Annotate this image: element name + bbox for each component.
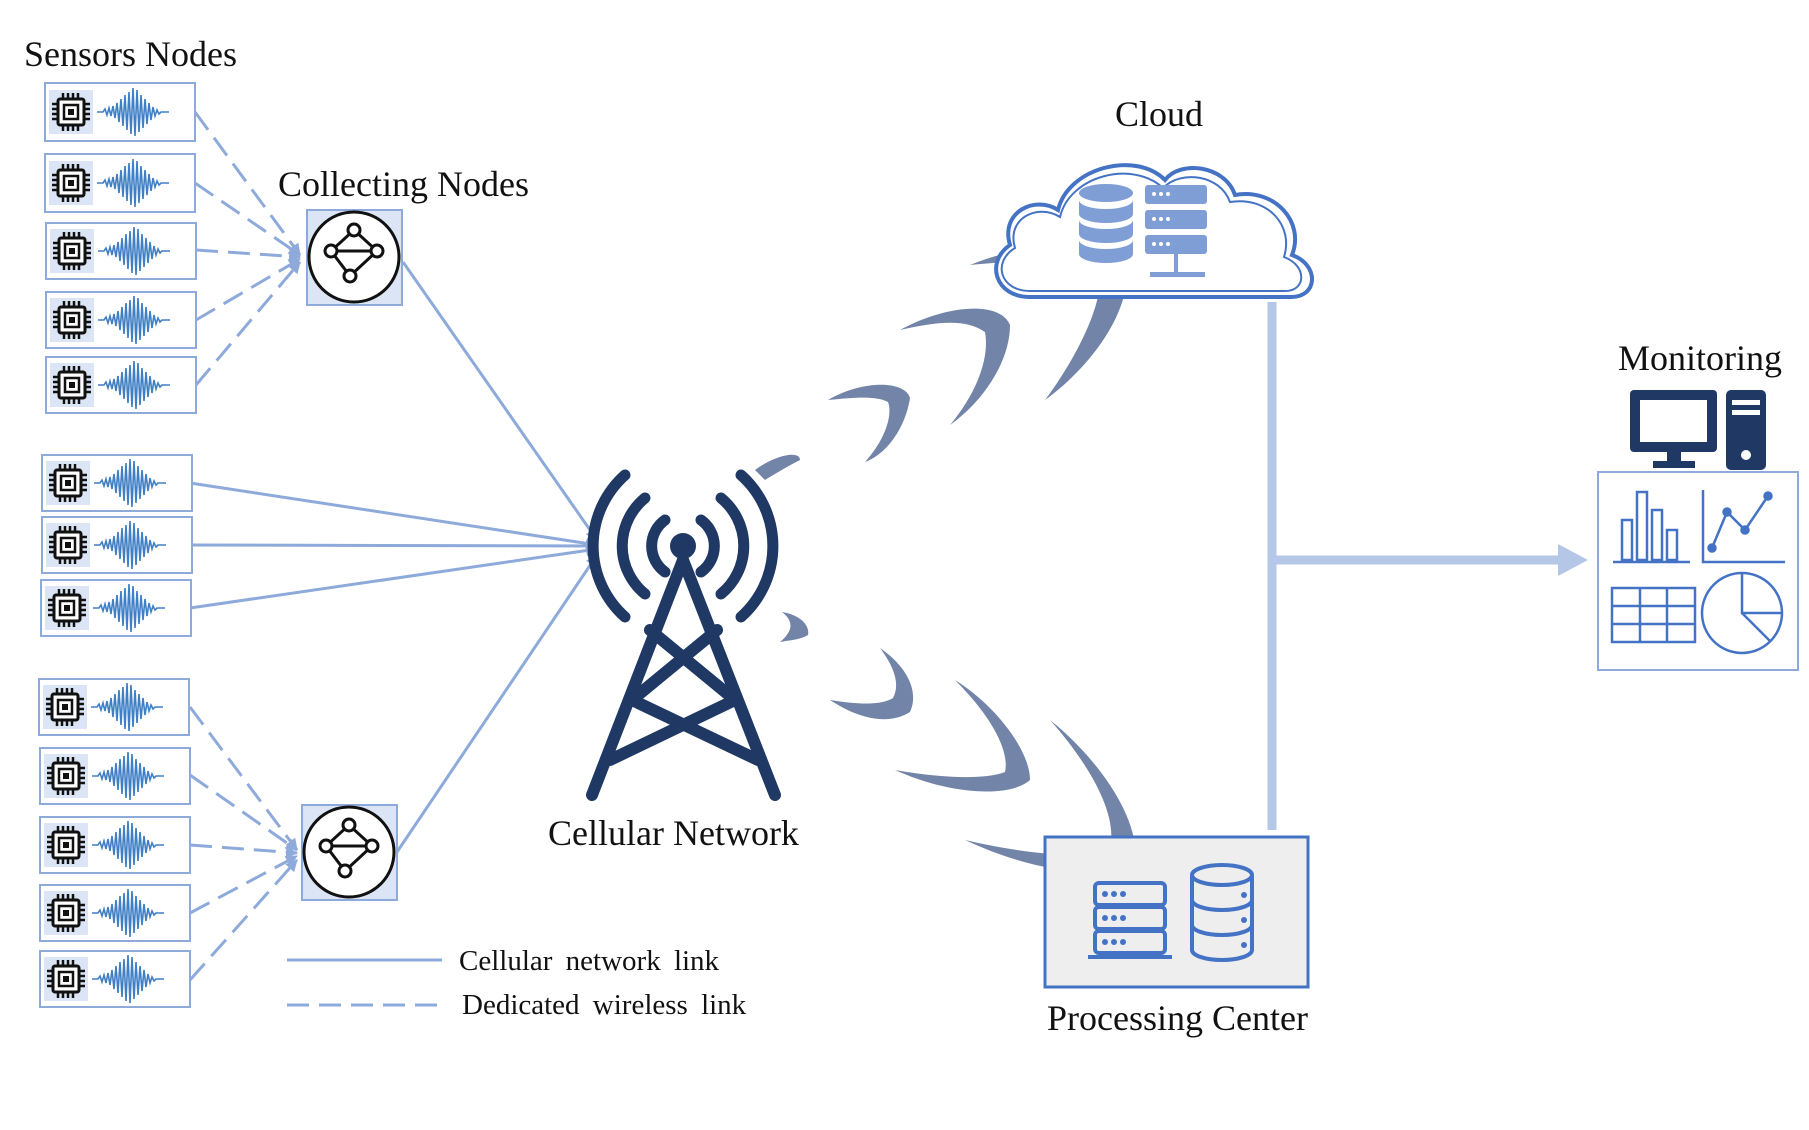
- dashboard-panel: [1597, 471, 1799, 671]
- sensor-node: [39, 747, 191, 805]
- sensor-node: [41, 516, 193, 574]
- sensor-node: [40, 579, 192, 637]
- chip-icon: [51, 299, 93, 341]
- network-graph-icon: [323, 222, 385, 284]
- sensor-group-top: [44, 82, 197, 414]
- backbone-arrowhead: [1558, 544, 1588, 576]
- legend-cellular-link-label: Cellular network link: [459, 945, 720, 977]
- cell-tower-icon: [586, 469, 781, 801]
- sensor-node: [39, 884, 191, 942]
- collecting-node-top: [306, 209, 403, 306]
- chip-icon: [45, 892, 87, 934]
- sensor-node: [44, 82, 196, 142]
- chip-icon: [51, 230, 93, 272]
- cloud-icon: [994, 163, 1314, 300]
- database-icon: [1079, 184, 1133, 263]
- chip-icon: [47, 524, 89, 566]
- computer-icon: [1630, 390, 1766, 470]
- cellular-links: [189, 261, 599, 853]
- dedicated-links-bottom: [188, 706, 299, 981]
- sensor-node: [38, 678, 190, 736]
- collecting-node-bottom: [301, 804, 398, 901]
- network-graph-icon: [318, 817, 380, 879]
- pie-chart-icon: [1700, 571, 1784, 655]
- chip-icon: [50, 162, 92, 204]
- chip-icon: [51, 364, 93, 406]
- cloud-label: Cloud: [1115, 94, 1204, 134]
- legend: [287, 958, 442, 1007]
- server-rack-icon: [1088, 881, 1172, 959]
- chip-icon: [45, 755, 87, 797]
- sensor-node: [39, 950, 191, 1008]
- backbone-connector: [1267, 302, 1560, 830]
- table-icon: [1610, 586, 1697, 644]
- signal-arcs-to-processing: [780, 612, 1136, 872]
- sensor-node: [45, 222, 197, 280]
- chip-icon: [45, 824, 87, 866]
- processing-center-box: [1043, 835, 1310, 989]
- processing-center-label: Processing Center: [1047, 998, 1308, 1038]
- sensor-group-middle: [40, 454, 193, 637]
- chip-icon: [44, 686, 86, 728]
- line-chart-icon: [1701, 490, 1785, 564]
- sensor-node: [41, 454, 193, 512]
- chip-icon: [50, 91, 92, 133]
- chip-icon: [46, 587, 88, 629]
- legend-dedicated-link-label: Dedicated wireless link: [462, 989, 747, 1021]
- dedicated-links-top: [193, 111, 302, 386]
- bar-chart-icon: [1613, 490, 1690, 564]
- server-rack-icon: [1145, 185, 1207, 277]
- monitoring-label: Monitoring: [1618, 338, 1783, 378]
- sensors-nodes-label: Sensors Nodes: [24, 34, 237, 74]
- collecting-nodes-label: Collecting Nodes: [278, 164, 529, 204]
- sensor-node: [45, 291, 197, 349]
- sensor-node: [45, 356, 197, 414]
- sensor-node: [39, 816, 191, 874]
- chip-icon: [47, 462, 89, 504]
- sensor-group-bottom: [38, 678, 191, 1008]
- chip-icon: [45, 958, 87, 1000]
- cellular-network-label: Cellular Network: [548, 813, 799, 853]
- sensor-node: [44, 153, 196, 213]
- database-icon: [1190, 863, 1254, 962]
